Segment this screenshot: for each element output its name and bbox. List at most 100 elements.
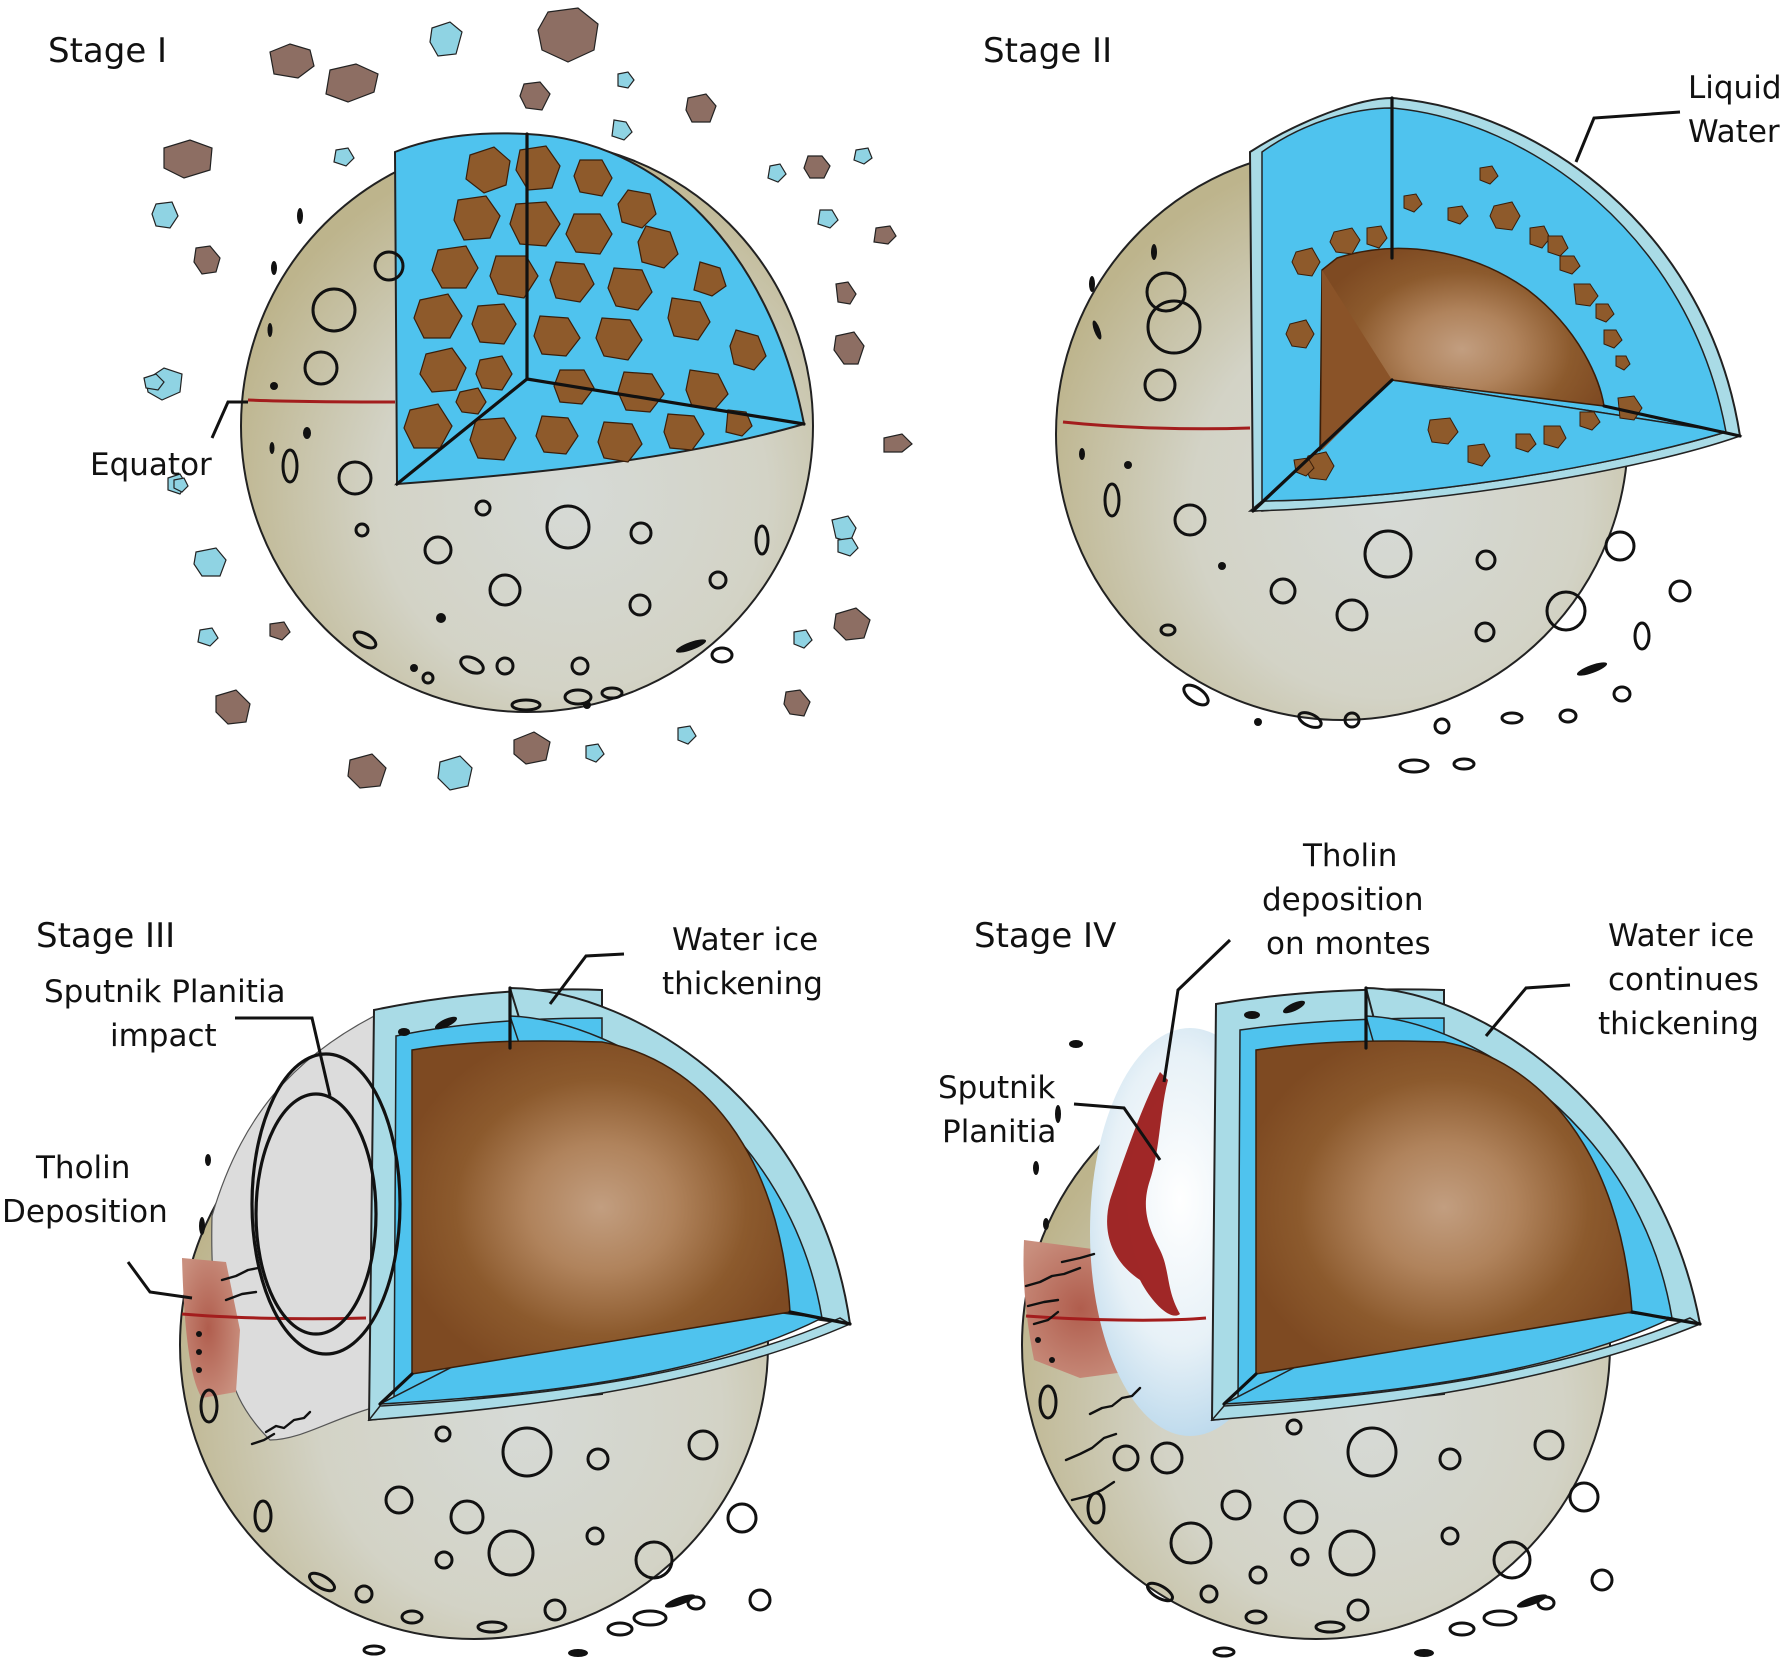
debris-rock	[163, 139, 213, 179]
stage-1-panel: Stage I	[48, 7, 913, 791]
stage-2-craters	[1079, 244, 1692, 774]
water-ice-label-line2: thickening	[662, 966, 823, 1002]
equator-label: Equator	[90, 447, 212, 483]
equator-leader	[210, 400, 248, 439]
stage-3-title: Stage III	[36, 916, 175, 956]
cutaway-edges	[1222, 986, 1702, 1406]
liquid-water-bottom	[1260, 379, 1727, 502]
debris-ice	[611, 119, 633, 141]
debris-rock	[269, 621, 291, 641]
debris-ice	[677, 725, 697, 745]
equator-line	[1062, 420, 1251, 431]
rocky-core	[411, 1040, 791, 1375]
debris-ice	[831, 515, 857, 543]
debris-ice	[617, 71, 635, 89]
stage-3-craters	[196, 1016, 772, 1657]
tholin-label-line1: Tholin	[35, 1150, 130, 1186]
debris-ice	[793, 629, 813, 649]
stage-4-panel: Stage IV	[938, 838, 1759, 1658]
debris-ice	[429, 21, 463, 57]
debris-rock	[833, 607, 871, 641]
debris-rock	[215, 689, 251, 725]
water-ice-continues-leader	[1484, 983, 1571, 1037]
debris-ice	[437, 755, 473, 791]
debris-ice	[151, 201, 179, 229]
debris-field	[143, 7, 913, 791]
debris-ice	[585, 743, 605, 763]
equator-line	[181, 1312, 367, 1321]
surface-fractures	[1024, 1252, 1142, 1502]
ice-shell-bottom	[367, 1317, 852, 1421]
debris-ice	[817, 209, 839, 229]
debris-ice	[767, 163, 787, 183]
debris-rock	[803, 155, 831, 179]
sputnik-planitia-label-line2: Planitia	[942, 1114, 1056, 1150]
debris-ice	[143, 373, 165, 391]
tholin-montes-leader	[1162, 938, 1232, 1083]
tholin-deposit	[182, 1258, 240, 1398]
water-ice-continues-label-line1: Water ice	[1608, 918, 1754, 954]
water-ice-label-line1: Water ice	[672, 922, 818, 958]
debris-ice	[837, 537, 859, 557]
cutaway-edges	[1251, 96, 1742, 513]
stage-2-panel: Stage II	[983, 31, 1782, 774]
stage-1-craters	[267, 208, 770, 712]
stage-1-planet	[210, 132, 814, 713]
rocky-core-left-face	[1322, 270, 1392, 450]
cutaway-edges	[395, 132, 806, 486]
ice-shell-bottom	[1210, 1317, 1702, 1421]
debris-rock	[783, 689, 811, 717]
debris-ice	[193, 547, 227, 577]
debris-rock	[347, 753, 387, 789]
debris-ice	[853, 147, 873, 165]
stage-2-title: Stage II	[983, 31, 1112, 71]
debris-rock	[519, 81, 551, 111]
rock-chunks	[403, 145, 767, 463]
tholin-montes-label-line3: on montes	[1266, 926, 1431, 962]
debris-ice	[333, 147, 355, 167]
stage-1-title: Stage I	[48, 31, 167, 71]
stage-3-panel: Stage III	[2, 916, 852, 1657]
debris-rock	[513, 731, 551, 765]
debris-rock	[193, 245, 221, 275]
stage-3-planet	[179, 986, 852, 1657]
stage-2-planet	[1055, 96, 1743, 774]
debris-ice	[173, 477, 189, 493]
sputnik-impact-leader	[235, 1016, 332, 1097]
debris-rock	[835, 281, 857, 305]
tholin-montes-label-line2: deposition	[1262, 882, 1424, 918]
liquid-water-label-line2: Water	[1688, 114, 1780, 150]
cutaway-edges	[378, 986, 852, 1406]
water-ice-continues-label-line3: thickening	[1598, 1006, 1759, 1042]
debris-rock	[685, 93, 717, 123]
equator-line	[247, 398, 396, 404]
sputnik-impact-label-line1: Sputnik Planitia	[44, 974, 286, 1010]
ocean-rock-fragments	[1285, 165, 1643, 481]
rocky-core	[1255, 1040, 1633, 1375]
tholin-montes-label-line1: Tholin	[1302, 838, 1397, 874]
debris-rock	[325, 63, 379, 103]
stage-4-craters	[1033, 1000, 1614, 1658]
debris-rock	[537, 7, 599, 63]
liquid-water-label-line1: Liquid	[1688, 70, 1782, 106]
water-ice-leader	[548, 952, 625, 1005]
equator-line	[1025, 1314, 1207, 1322]
surface-fractures	[220, 1266, 312, 1446]
tholin-montes-deposit	[1107, 1072, 1180, 1316]
tholin-deposition-leader	[126, 1261, 193, 1300]
debris-ice	[197, 627, 219, 647]
debris-rock	[873, 225, 897, 245]
impact-rings	[250, 1052, 402, 1356]
stage-4-title: Stage IV	[974, 916, 1116, 956]
water-ice-continues-label-line2: continues	[1608, 962, 1759, 998]
sputnik-planitia-label-line1: Sputnik	[938, 1070, 1055, 1106]
liquid-water-leader	[1574, 110, 1681, 163]
debris-rock	[833, 331, 865, 365]
debris-rock	[883, 433, 913, 453]
debris-rock	[269, 43, 315, 79]
stage-4-planet	[1021, 986, 1702, 1658]
sputnik-planitia-leader	[1073, 1102, 1162, 1161]
tholin-label-line2: Deposition	[2, 1194, 168, 1230]
sputnik-impact-label-line2: impact	[110, 1018, 217, 1054]
